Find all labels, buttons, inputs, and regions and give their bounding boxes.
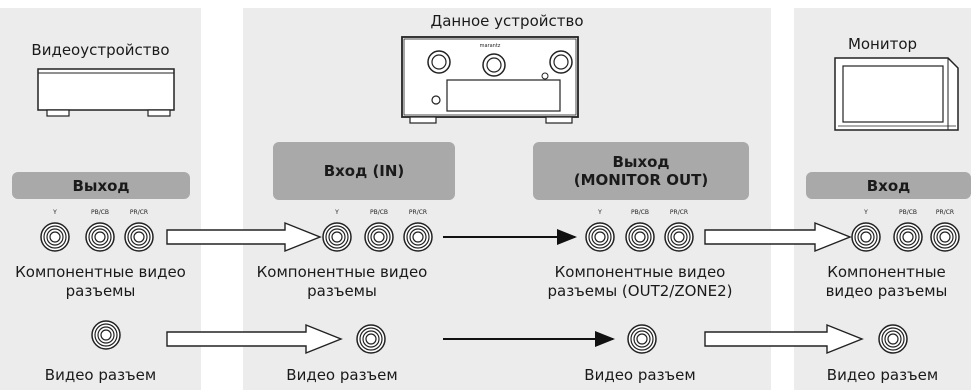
cable-arrow-component-out <box>704 221 852 253</box>
receiver-device-icon: marantz <box>401 36 579 124</box>
source-output-header-text: Выход <box>72 176 130 195</box>
pin-label-pb: PB/CB <box>630 209 650 216</box>
device-output-header-line2: (MONITOR OUT) <box>573 171 709 189</box>
device-in-pr-jack <box>403 222 433 252</box>
pin-label-pb: PB/CB <box>898 209 918 216</box>
pin-label-y: Y <box>335 209 339 216</box>
pin-label-y: Y <box>53 209 57 216</box>
device-out-component-label-line1: Компонентные видео <box>554 263 726 281</box>
device-out-component-label: Компонентные видео разъемы (OUT2/ZONE2) <box>530 263 750 301</box>
monitor-title: Монитор <box>847 35 918 53</box>
monitor-pr-jack <box>930 222 960 252</box>
monitor-composite-jack <box>878 324 908 354</box>
source-component-label: Компонентные видео разъемы <box>15 263 186 300</box>
device-input-header: Вход (IN) <box>273 142 455 200</box>
pin-label-pr: PR/CR <box>129 209 149 216</box>
device-out-composite-jack <box>627 324 657 354</box>
pin-label-pr: PR/CR <box>669 209 689 216</box>
source-y-jack <box>40 222 70 252</box>
monitor-device-icon <box>834 57 959 131</box>
device-out-composite-label: Видео разъем <box>584 366 696 384</box>
source-composite-label: Видео разъем <box>44 366 157 384</box>
device-out-pr-jack <box>664 222 694 252</box>
source-pr-jack <box>124 222 154 252</box>
source-pb-jack <box>85 222 115 252</box>
video-source-device-icon <box>37 68 175 117</box>
cable-arrow-component-in <box>166 221 322 253</box>
device-in-composite-label: Видео разъем <box>286 366 398 384</box>
monitor-input-header-text: Вход <box>866 176 911 195</box>
device-in-component-label: Компонентные видео разъемы <box>256 263 428 300</box>
device-in-y-jack <box>322 222 352 252</box>
device-title: Данное устройство <box>430 12 584 30</box>
monitor-pb-jack <box>893 222 923 252</box>
device-out-pb-jack <box>625 222 655 252</box>
svg-text:marantz: marantz <box>480 43 501 49</box>
device-input-header-text: Вход (IN) <box>323 162 405 180</box>
device-output-header-line1: Выход <box>612 153 670 171</box>
pin-label-pr: PR/CR <box>408 209 428 216</box>
source-output-header: Выход <box>12 172 190 199</box>
device-output-header: Выход (MONITOR OUT) <box>533 142 749 200</box>
cable-arrow-composite-in <box>166 323 343 355</box>
monitor-composite-label: Видео разъем <box>826 366 939 384</box>
source-title: Видеоустройство <box>31 41 170 59</box>
source-composite-jack <box>91 320 121 350</box>
monitor-y-jack <box>851 222 881 252</box>
pin-label-y: Y <box>864 209 868 216</box>
pin-label-y: Y <box>598 209 602 216</box>
monitor-component-label: Компонентные видео разъемы <box>825 263 948 300</box>
device-out-component-label-line2: разъемы (OUT2/ZONE2) <box>547 282 733 300</box>
device-in-pb-jack <box>364 222 394 252</box>
pin-label-pr: PR/CR <box>935 209 955 216</box>
device-in-composite-jack <box>356 324 386 354</box>
pin-label-pb: PB/CB <box>369 209 389 216</box>
cable-arrow-composite-out <box>704 323 864 355</box>
monitor-input-header: Вход <box>806 172 971 199</box>
pin-label-pb: PB/CB <box>90 209 110 216</box>
device-out-y-jack <box>585 222 615 252</box>
